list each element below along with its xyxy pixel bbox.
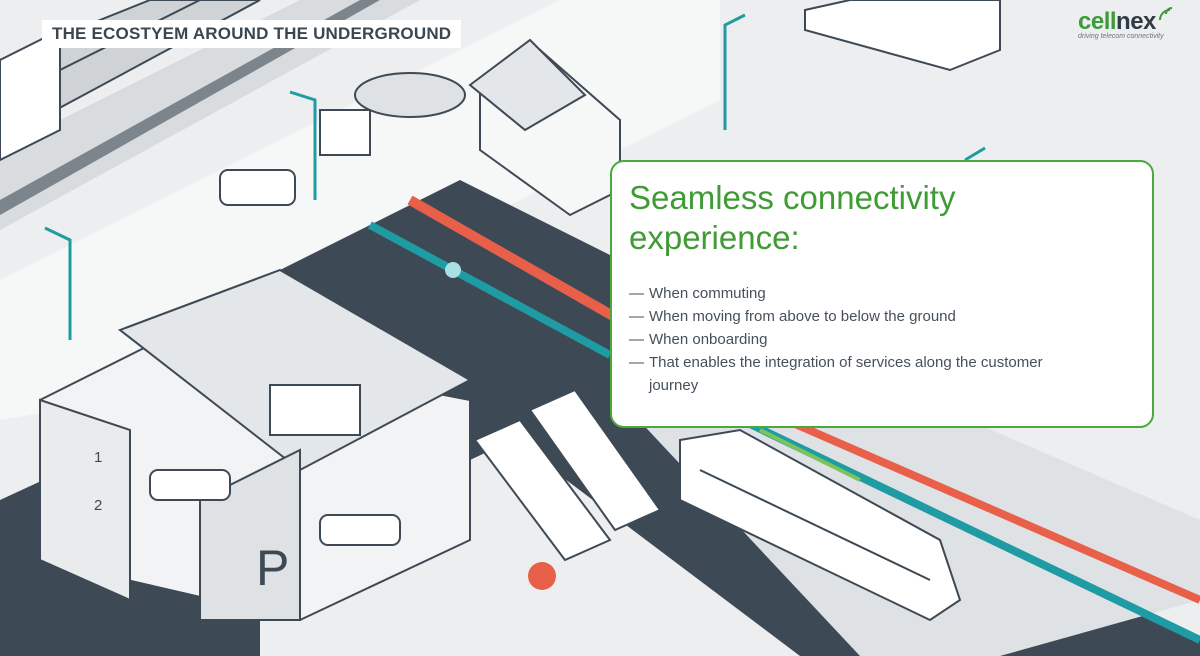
logo-part-cell: cell bbox=[1078, 8, 1117, 35]
bullet-text: When moving from above to below the grou… bbox=[649, 308, 956, 325]
car bbox=[219, 169, 296, 206]
bullet-dash: — bbox=[629, 354, 644, 371]
parking-sign: P bbox=[256, 540, 289, 596]
bullet-dash: — bbox=[629, 331, 644, 348]
logo-part-nex: nex bbox=[1116, 8, 1156, 35]
logo-wordmark: cellnex bbox=[1078, 8, 1188, 36]
car bbox=[149, 469, 231, 501]
bullet-item: — When onboarding bbox=[629, 328, 1069, 351]
lamp-posts bbox=[44, 13, 986, 340]
bullet-text: That enables the integration of services… bbox=[649, 354, 1043, 394]
car bbox=[319, 514, 401, 546]
floor-label-1: 1 bbox=[94, 449, 102, 466]
logo-tagline: driving telecom connectivity bbox=[1078, 33, 1164, 40]
bullet-item: — When commuting bbox=[629, 282, 1069, 305]
slide-title: THE ECOSTYEM AROUND THE UNDERGROUND bbox=[42, 20, 462, 48]
house bbox=[468, 38, 621, 217]
cafe-building bbox=[804, 0, 1001, 72]
train-top bbox=[0, 28, 61, 162]
heading-line-2: experience: bbox=[629, 219, 800, 256]
floor-label-2: 2 bbox=[94, 497, 102, 514]
bullet-dash: — bbox=[629, 308, 644, 325]
bullet-item: — When moving from above to below the gro… bbox=[629, 305, 1069, 328]
train bbox=[679, 428, 962, 622]
connectivity-marker bbox=[528, 562, 556, 590]
van bbox=[269, 384, 361, 436]
heading-line-1: Seamless connectivity bbox=[629, 179, 956, 216]
bullet-list: — When commuting — When moving from above … bbox=[629, 282, 1069, 397]
parking-building: 1 2 P bbox=[39, 268, 473, 622]
cellnex-logo: cellnex driving telecom connectivity bbox=[1078, 7, 1188, 40]
tanker-truck bbox=[319, 72, 466, 156]
escalators bbox=[473, 388, 662, 562]
bullet-text: When commuting bbox=[649, 285, 766, 302]
signal-waves-icon bbox=[1159, 7, 1173, 21]
bullet-text: When onboarding bbox=[649, 331, 768, 348]
bullet-dash: — bbox=[629, 285, 644, 302]
bullet-item: — That enables the integration of service… bbox=[629, 351, 1069, 397]
